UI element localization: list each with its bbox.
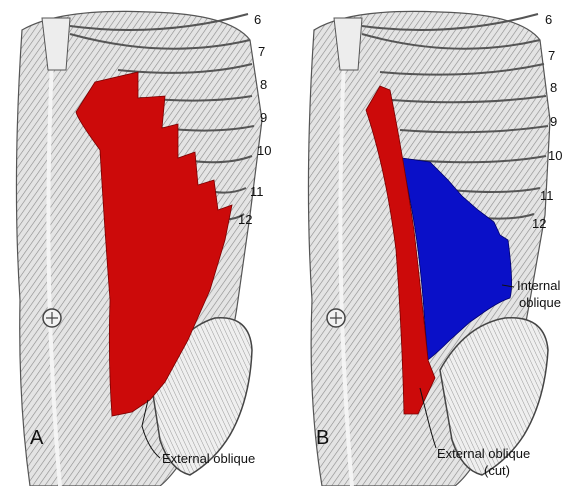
callout-internal-oblique-line1: Internal: [517, 278, 560, 293]
rib-number-10-b: 10: [548, 148, 562, 163]
rib-number-8-a: 8: [260, 77, 267, 92]
rib-number-11-a: 11: [250, 184, 264, 199]
rib-number-10-a: 10: [257, 143, 271, 158]
rib-number-6-b: 6: [545, 12, 552, 27]
callout-external-oblique-a: External oblique: [162, 451, 255, 466]
panel-a: 6 7 8 9 10 11 12 A External oblique: [16, 11, 271, 486]
panel-b: 6 7 8 9 10 11 12 B Internal oblique Exte…: [308, 11, 562, 486]
rib-number-6-a: 6: [254, 12, 261, 27]
rib-number-9-b: 9: [550, 114, 557, 129]
rib-number-12-b: 12: [532, 216, 546, 231]
rib-number-7-b: 7: [548, 48, 555, 63]
callout-external-oblique-cut-line2: (cut): [484, 463, 510, 478]
callout-internal-oblique-line2: oblique: [519, 295, 561, 310]
panel-letter-a: A: [30, 427, 44, 449]
rib-number-7-a: 7: [258, 44, 265, 59]
rib-number-8-b: 8: [550, 80, 557, 95]
panel-letter-b: B: [316, 427, 329, 449]
callout-external-oblique-cut-line1: External oblique: [437, 446, 530, 461]
rib-number-11-b: 11: [540, 188, 554, 203]
rib-number-9-a: 9: [260, 110, 267, 125]
rib-number-12-a: 12: [238, 212, 252, 227]
